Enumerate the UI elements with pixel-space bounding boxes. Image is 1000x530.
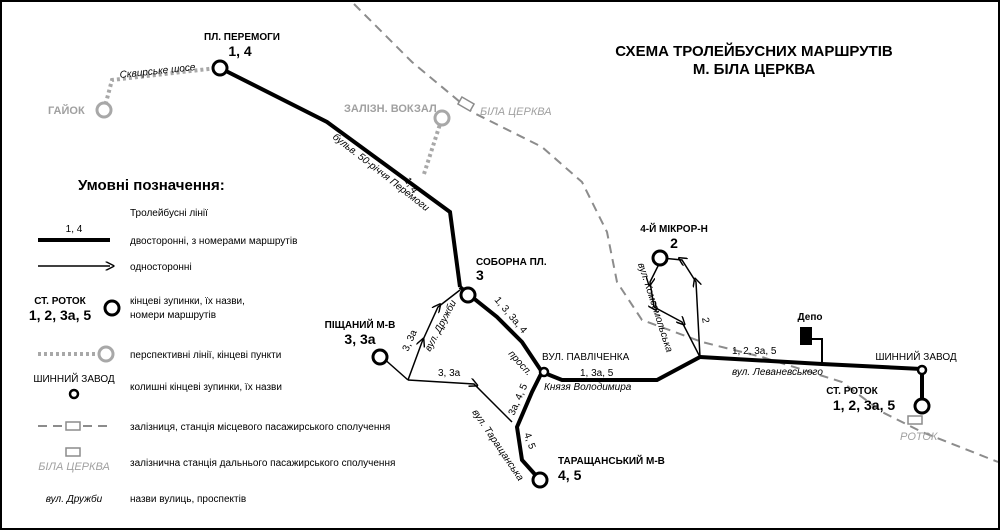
oneway-connector [407, 380, 513, 423]
oneway-druzhby [407, 289, 461, 381]
legend-former-icon [68, 388, 80, 400]
perspective-line-haiok [102, 66, 218, 111]
route-label-levanevskoho: 1, 2, 3а, 5 [732, 346, 777, 357]
legend-long-station-name: БІЛА ЦЕРКВА [38, 461, 110, 473]
map-title-line1: СХЕМА ТРОЛЕЙБУСНИХ МАРШРУТІВ [615, 42, 893, 60]
perspective-point-vokzal [433, 109, 451, 127]
stop-soborna-routes: 3 [476, 267, 484, 283]
stop-rotok-name: СТ. РОТОК [826, 386, 878, 397]
stop-peremohy-routes: 1, 4 [228, 43, 252, 59]
legend-former: колишні кінцеві зупинки, їх назви [130, 382, 282, 393]
legend-local-station-icon [65, 421, 81, 431]
stop-tarashchanskyi-routes: 4, 5 [558, 467, 582, 483]
map-title-line2: М. БІЛА ЦЕРКВА [693, 61, 816, 78]
depo-name: Депо [798, 312, 823, 323]
stop-peremohy-icon [211, 59, 229, 77]
legend-perspective-icon [97, 345, 115, 363]
legend-example-routes: 1, 4 [66, 224, 83, 235]
legend-street-desc: назви вулиць, проспектів [130, 494, 246, 505]
station-rotok-label: РОТОК [900, 431, 938, 443]
perspective-line-vokzal [422, 117, 444, 175]
street-bulvar: бульв. 50-річчя Перемоги [330, 131, 432, 214]
legend-two-way: двосторонні, з номерами маршрутів [130, 236, 297, 247]
long-distance-station-icon [456, 96, 476, 112]
oneway-komsomolska [650, 258, 700, 358]
route-label-connector: 3, 3а [438, 368, 461, 379]
stop-mikror-routes: 2 [670, 235, 678, 251]
street-skvyrske: Сквирське шосе [119, 62, 196, 81]
depo-icon [800, 327, 812, 345]
legend-long-station: залізнична станція дальнього пасажирсько… [130, 458, 395, 469]
legend-title: Умовні позначення: [78, 177, 225, 194]
legend-perspective: перспективні лінії, кінцеві пункти [130, 350, 281, 361]
legend-terminal-desc1: кінцеві зупинки, їх назви, [130, 296, 245, 307]
street-druzhby: вул. Дружби [422, 298, 459, 354]
vokzal-label: ЗАЛІЗН. ВОКЗАЛ [344, 103, 437, 115]
route-label-main: 1, 3а, 5 [580, 368, 614, 379]
stop-tarashchanskyi-icon [531, 471, 549, 489]
stop-pishchanyi-name: ПІЩАНИЙ М-В [325, 318, 396, 331]
legend-long-station-icon [65, 447, 81, 457]
legend-railway: залізниця, станція місцевого пасажирсько… [130, 422, 390, 433]
railway-line [353, 3, 998, 463]
legend-terminal-routes: 1, 2, 3а, 5 [29, 307, 91, 323]
route-label-druzhby: 3, 3а [401, 328, 420, 353]
legend-trolley-lines: Тролейбусні лінії [130, 207, 208, 219]
former-stop-shynnyi-icon [916, 364, 928, 376]
street-tarashchanska: вул. Таращанська [470, 408, 526, 484]
legend-terminal-desc2: номери маршрутів [130, 310, 216, 321]
stop-mikror-name: 4-Й МІКРОР-Н [640, 222, 708, 235]
stop-tarashchanskyi-name: ТАРАЩАНСЬКИЙ М-В [558, 454, 665, 467]
street-komsomolska: вул. Комсомольська [635, 262, 674, 355]
legend-terminal-icon [103, 299, 121, 317]
line-levanevskoho [699, 355, 924, 406]
line-bulvar [219, 66, 462, 288]
street-kniazia: Князя Володимира [544, 382, 632, 393]
haiok-label: ГАЙОК [48, 104, 85, 117]
local-station-icon [907, 415, 923, 425]
stop-pavlichenka-name: ВУЛ. ПАВЛІЧЕНКА [542, 352, 630, 363]
legend-street-example: вул. Дружби [46, 493, 103, 505]
stop-pishchanyi-icon [371, 348, 389, 366]
legend-terminal-name: СТ. РОТОК [34, 296, 86, 307]
stop-rotok-icon [913, 397, 931, 415]
stop-soborna-name: СОБОРНА ПЛ. [476, 257, 547, 268]
stop-pishchanyi-routes: 3, 3а [344, 331, 375, 347]
stop-mikror-icon [651, 249, 669, 267]
line-tarashchanska [514, 371, 544, 482]
stop-pavlichenka-icon [538, 366, 550, 378]
station-bila-tserkva-label: БІЛА ЦЕРКВА [480, 106, 552, 118]
line-kniazia-volodymyra [541, 355, 701, 382]
street-levanevskoho: вул. Леваневського [732, 367, 823, 378]
former-stop-shynnyi-name: ШИННИЙ ЗАВОД [875, 350, 957, 363]
stop-peremohy-name: ПЛ. ПЕРЕМОГИ [204, 32, 280, 43]
route-label-tarash-south: 4, 5 [521, 431, 537, 451]
perspective-point-haiok [95, 101, 113, 119]
stop-soborna-icon [459, 286, 477, 304]
route-label-komsomolska: 2 [699, 317, 711, 325]
legend-former-name: ШИННИЙ ЗАВОД [33, 372, 115, 385]
stop-rotok-routes: 1, 2, 3а, 5 [833, 397, 895, 413]
legend-one-way: односторонні [130, 262, 192, 273]
